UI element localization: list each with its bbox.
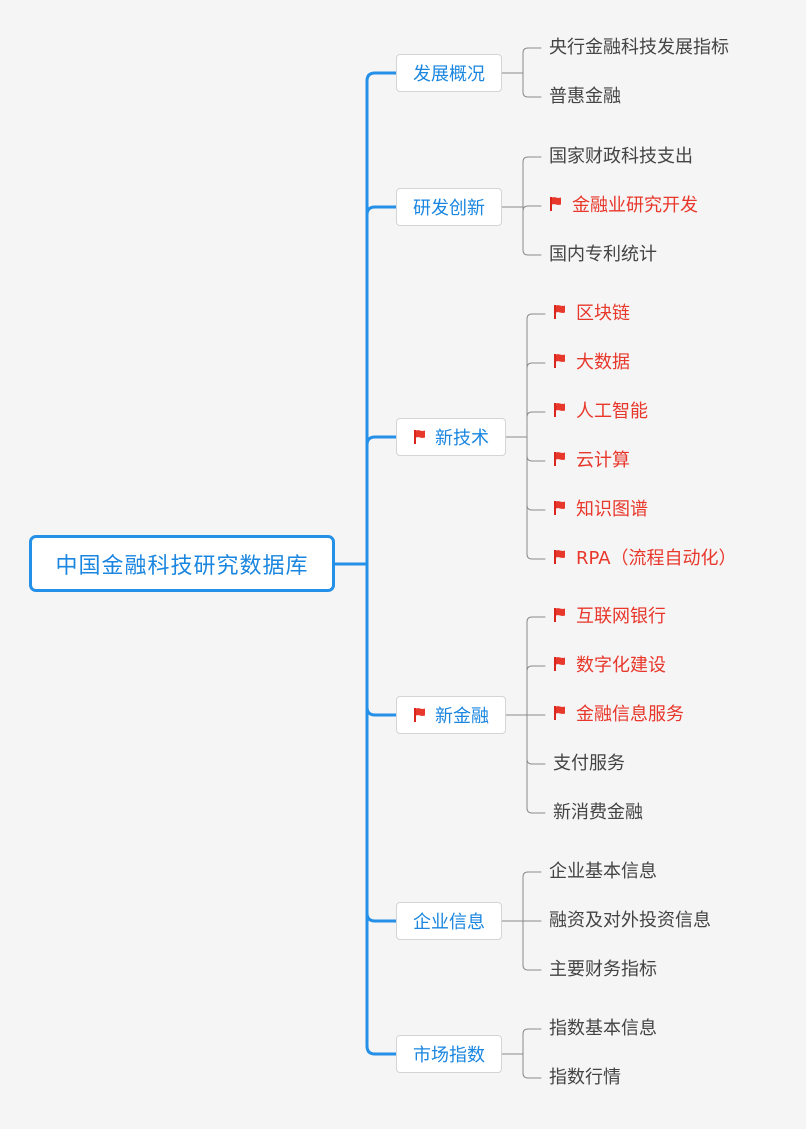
red-flag-icon	[550, 197, 561, 211]
leaf-node[interactable]: 大数据	[553, 348, 630, 378]
leaf-label: 人工智能	[576, 401, 648, 422]
category-label: 发展概况	[413, 64, 485, 85]
leaf-node[interactable]: 央行金融科技发展指标	[549, 33, 729, 63]
red-flag-icon	[554, 550, 565, 564]
red-flag-icon	[414, 708, 425, 722]
red-flag-icon	[554, 657, 565, 671]
leaf-node[interactable]: RPA（流程自动化）	[553, 544, 737, 574]
category-node[interactable]: 新技术	[396, 418, 506, 456]
category-node[interactable]: 企业信息	[396, 902, 502, 940]
leaf-label: 普惠金融	[549, 86, 621, 107]
red-flag-icon	[554, 608, 565, 622]
leaf-connector	[526, 665, 546, 672]
red-flag-icon	[554, 305, 565, 319]
leaf-label: 指数基本信息	[549, 1018, 657, 1039]
leaf-node[interactable]: 国家财政科技支出	[549, 142, 693, 172]
leaf-label: 金融业研究开发	[572, 195, 698, 216]
leaf-connector	[522, 156, 542, 163]
leaf-label: 互联网银行	[576, 606, 666, 627]
leaf-label: 大数据	[576, 352, 630, 373]
red-flag-icon	[554, 403, 565, 417]
leaf-node[interactable]: 国内专利统计	[549, 240, 657, 270]
leaf-node[interactable]: 主要财务指标	[549, 955, 657, 985]
leaf-label: 新消费金融	[553, 802, 643, 823]
leaf-connector	[526, 616, 546, 623]
leaf-connector	[522, 1028, 542, 1035]
category-connector	[365, 1044, 398, 1056]
leaf-connector	[522, 871, 542, 878]
category-node[interactable]: 发展概况	[396, 54, 502, 92]
leaf-node[interactable]: 支付服务	[553, 749, 625, 779]
leaf-label: 企业基本信息	[549, 861, 657, 882]
red-flag-icon	[414, 430, 425, 444]
category-connector	[365, 435, 398, 447]
category-connector	[365, 911, 398, 923]
category-label: 新金融	[435, 706, 489, 727]
red-flag-icon	[554, 452, 565, 466]
leaf-connector	[522, 964, 542, 971]
leaf-connector	[526, 313, 546, 320]
category-connector	[365, 705, 398, 717]
category-node[interactable]: 市场指数	[396, 1035, 502, 1073]
red-flag-icon	[554, 354, 565, 368]
leaf-connector	[526, 553, 546, 560]
category-node[interactable]: 新金融	[396, 696, 506, 734]
red-flag-icon	[554, 501, 565, 515]
leaf-label: 国内专利统计	[549, 244, 657, 265]
category-connector	[365, 205, 398, 217]
leaf-connector	[522, 47, 542, 54]
leaf-node[interactable]: 人工智能	[553, 397, 648, 427]
leaf-connector	[526, 455, 546, 462]
leaf-node[interactable]: 普惠金融	[549, 82, 621, 112]
category-label: 企业信息	[413, 912, 485, 933]
leaf-label: 指数行情	[549, 1067, 621, 1088]
category-label: 市场指数	[413, 1045, 485, 1066]
leaf-node[interactable]: 金融业研究开发	[549, 191, 698, 221]
category-label: 研发创新	[413, 198, 485, 219]
leaf-label: 云计算	[576, 450, 630, 471]
leaf-label: 区块链	[576, 303, 630, 324]
red-flag-icon	[554, 706, 565, 720]
leaf-label: 融资及对外投资信息	[549, 910, 711, 931]
leaf-label: RPA（流程自动化）	[576, 548, 737, 569]
leaf-connector	[522, 91, 542, 98]
leaf-node[interactable]: 金融信息服务	[553, 700, 684, 730]
leaf-connector	[522, 1072, 542, 1079]
leaf-label: 知识图谱	[576, 499, 648, 520]
leaf-label: 央行金融科技发展指标	[549, 37, 729, 58]
leaf-node[interactable]: 企业基本信息	[549, 857, 657, 887]
leaf-node[interactable]: 融资及对外投资信息	[549, 906, 711, 936]
leaf-node[interactable]: 指数行情	[549, 1063, 621, 1093]
leaf-connector	[526, 758, 546, 765]
leaf-node[interactable]: 知识图谱	[553, 495, 648, 525]
leaf-label: 数字化建设	[576, 655, 666, 676]
leaf-node[interactable]: 数字化建设	[553, 651, 666, 681]
leaf-connector	[526, 362, 546, 369]
leaf-label: 金融信息服务	[576, 704, 684, 725]
category-node[interactable]: 研发创新	[396, 188, 502, 226]
root-node-title[interactable]: 中国金融科技研究数据库	[29, 535, 335, 592]
category-label: 新技术	[435, 428, 489, 449]
leaf-node[interactable]: 云计算	[553, 446, 630, 476]
category-connector	[365, 71, 398, 83]
leaf-connector	[522, 249, 542, 256]
leaf-node[interactable]: 区块链	[553, 299, 630, 329]
leaf-label: 支付服务	[553, 753, 625, 774]
leaf-node[interactable]: 指数基本信息	[549, 1014, 657, 1044]
leaf-connector	[526, 504, 546, 511]
leaf-connector	[526, 411, 546, 418]
leaf-node[interactable]: 互联网银行	[553, 602, 666, 632]
leaf-label: 主要财务指标	[549, 959, 657, 980]
leaf-node[interactable]: 新消费金融	[553, 798, 643, 828]
leaf-connector	[526, 807, 546, 814]
leaf-connector	[522, 205, 542, 212]
leaf-label: 国家财政科技支出	[549, 146, 693, 167]
